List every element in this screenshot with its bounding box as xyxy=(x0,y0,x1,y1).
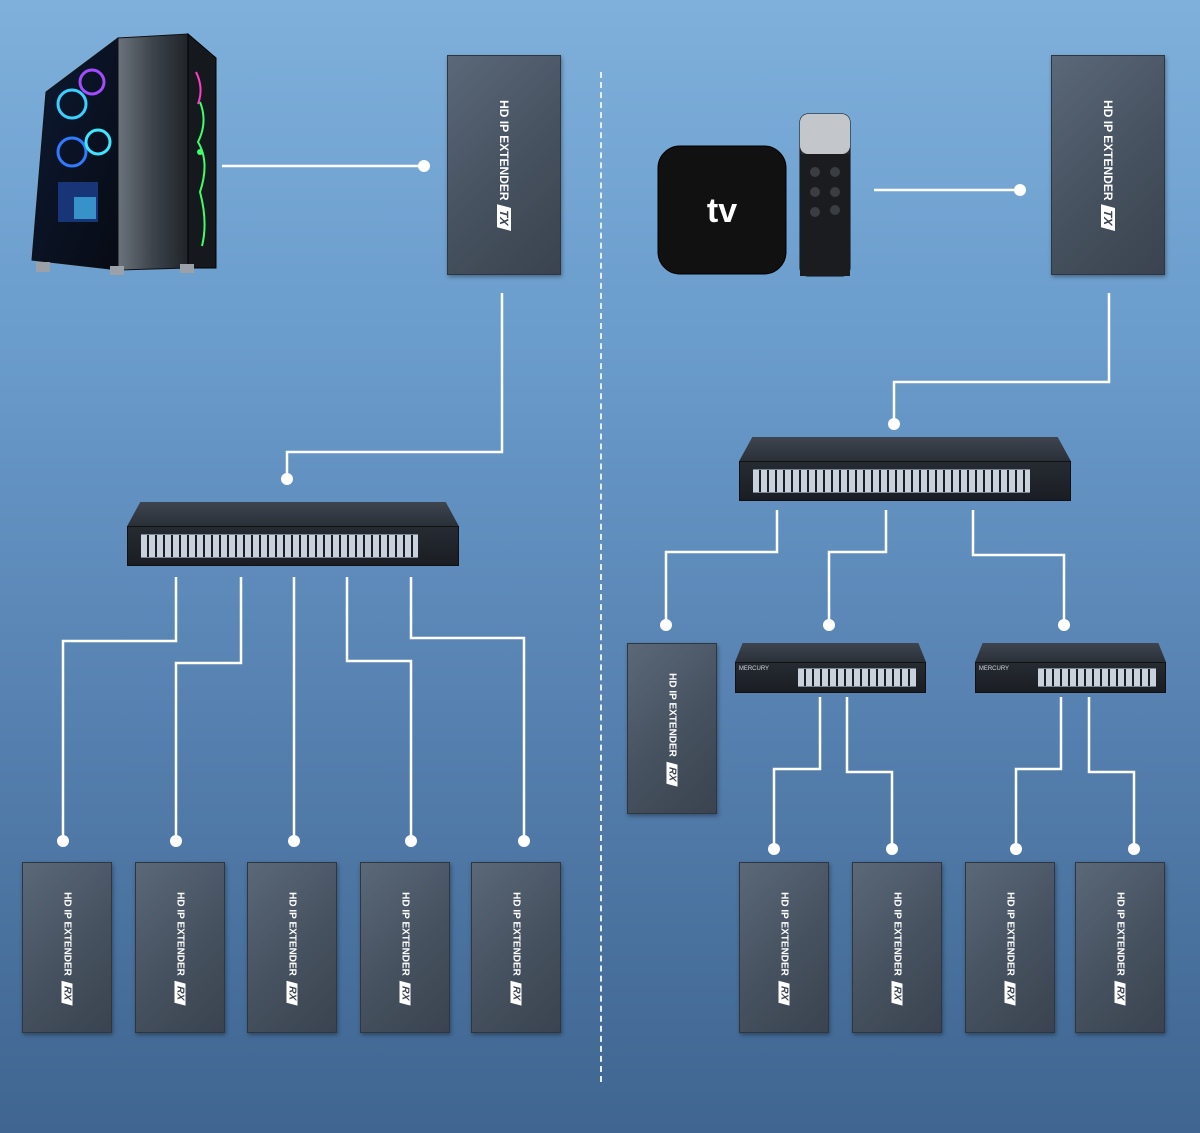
rx-label: HD IP EXTENDER xyxy=(174,891,186,976)
rx-extender: HD IP EXTENDER RX xyxy=(739,862,829,1033)
rx-label: HD IP EXTENDER xyxy=(1114,891,1126,976)
sub-switch-2: MERCURY xyxy=(975,643,1166,693)
rx-extender: HD IP EXTENDER RX xyxy=(627,643,717,814)
switch-brand: MERCURY xyxy=(978,665,1010,672)
rx-tag: RX xyxy=(286,979,298,1005)
rx-extender: HD IP EXTENDER RX xyxy=(135,862,225,1033)
connection-dots xyxy=(57,160,1140,855)
rx-tag: RX xyxy=(1114,979,1126,1005)
rx-extender: HD IP EXTENDER RX xyxy=(360,862,450,1033)
rx-extender: HD IP EXTENDER RX xyxy=(471,862,561,1033)
rx-tag: RX xyxy=(1004,979,1016,1005)
rx-label: HD IP EXTENDER xyxy=(510,891,522,976)
rx-extender: HD IP EXTENDER RX xyxy=(1075,862,1165,1033)
rx-label: HD IP EXTENDER xyxy=(1004,891,1016,976)
rx-tag: RX xyxy=(61,979,73,1005)
rx-extender: HD IP EXTENDER RX xyxy=(852,862,942,1033)
tx-tag: TX xyxy=(1101,204,1115,232)
tx-extender-left: HD IP EXTENDER TX xyxy=(447,55,561,275)
rx-extender: HD IP EXTENDER RX xyxy=(965,862,1055,1033)
media-player-icon: tv xyxy=(657,113,851,277)
rx-label: HD IP EXTENDER xyxy=(399,891,411,976)
main-switch-left xyxy=(127,502,459,566)
rx-label: HD IP EXTENDER xyxy=(61,891,73,976)
tx-extender-right: HD IP EXTENDER TX xyxy=(1051,55,1165,275)
rx-extender: HD IP EXTENDER RX xyxy=(22,862,112,1033)
rx-tag: RX xyxy=(399,979,411,1005)
rx-tag: RX xyxy=(510,979,522,1005)
tx-tag: TX xyxy=(497,204,511,232)
rx-extender: HD IP EXTENDER RX xyxy=(247,862,337,1033)
rx-label: HD IP EXTENDER xyxy=(286,891,298,976)
rx-tag: RX xyxy=(778,979,790,1005)
tx-label: HD IP EXTENDER xyxy=(497,100,511,201)
sub-switch-1: MERCURY xyxy=(735,643,926,693)
rx-label: HD IP EXTENDER xyxy=(891,891,903,976)
media-box-label: tv xyxy=(707,192,737,230)
switch-brand: MERCURY xyxy=(738,665,770,672)
rx-tag: RX xyxy=(891,979,903,1005)
rx-label: HD IP EXTENDER xyxy=(778,891,790,976)
center-divider xyxy=(600,72,602,1082)
pc-tower-icon xyxy=(31,32,217,275)
rx-label: HD IP EXTENDER xyxy=(666,672,678,757)
main-switch-right xyxy=(739,437,1071,501)
rx-tag: RX xyxy=(174,979,186,1005)
tx-label: HD IP EXTENDER xyxy=(1101,100,1115,201)
rx-tag: RX xyxy=(666,760,678,786)
